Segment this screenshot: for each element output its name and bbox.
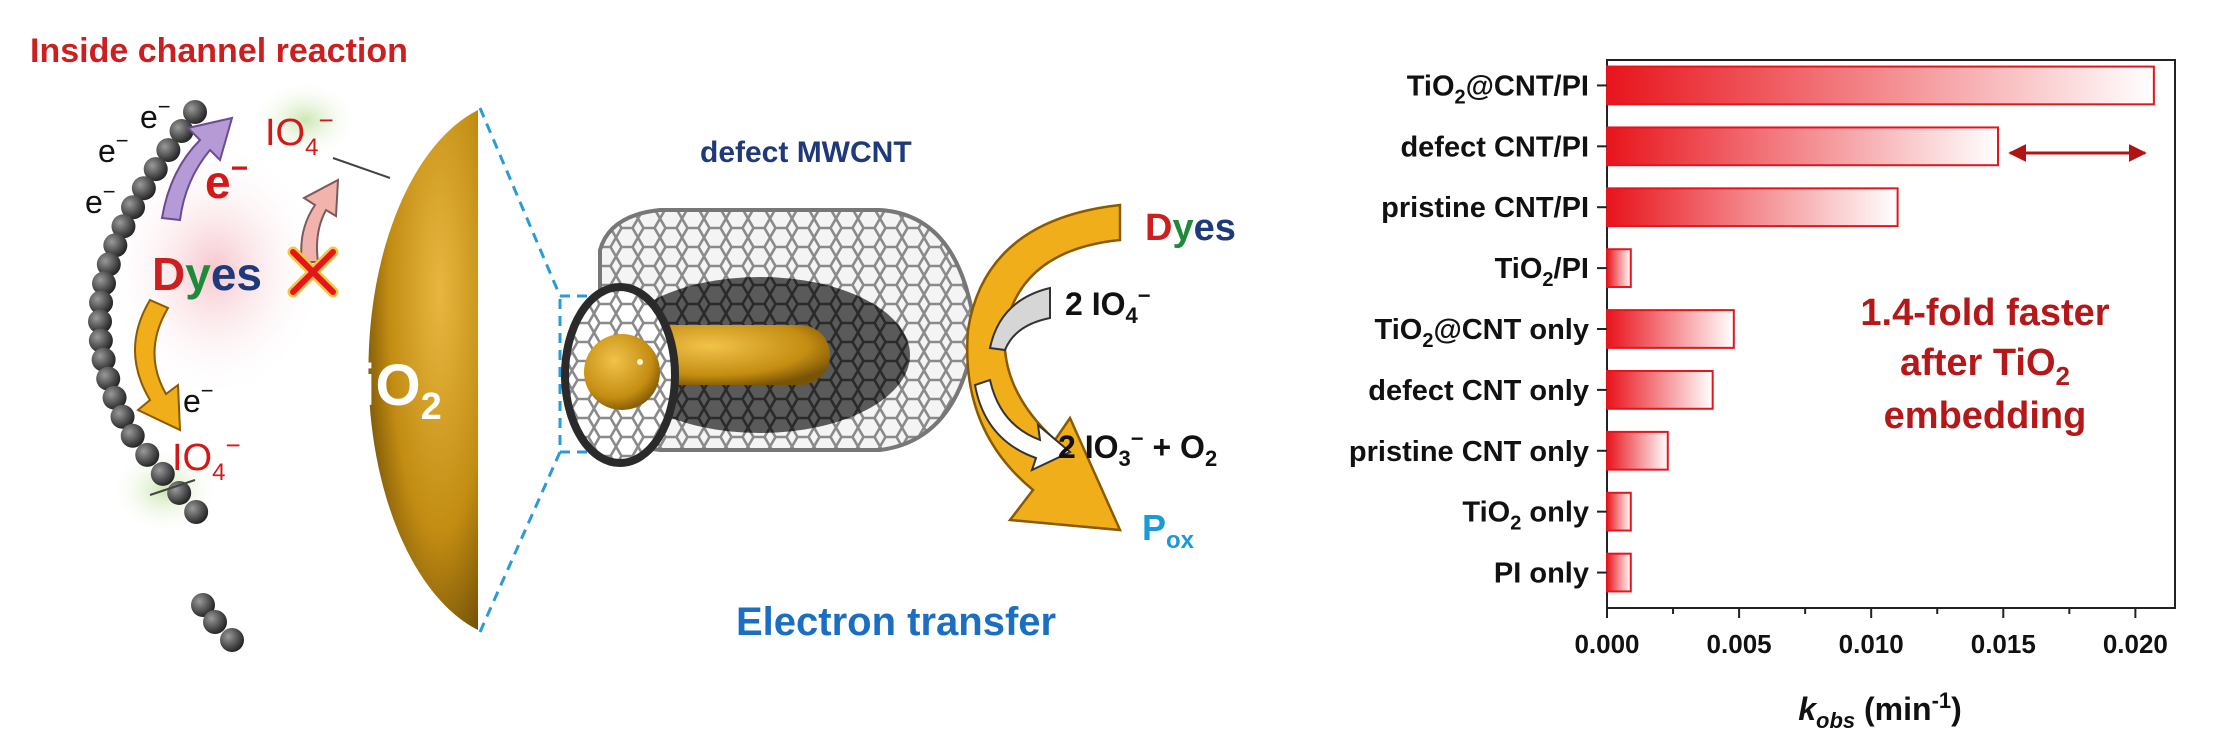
bar-7 [1606,491,1632,532]
tio2-hemisphere [368,110,478,630]
category-label-1: defect CNT/PI [1400,131,1589,163]
wall-atom [88,328,113,353]
io4-bottom-pointer [149,479,196,496]
svg-text:e−: e− [98,128,129,169]
wall-atom [91,347,116,372]
io4-top-pointer [332,157,391,179]
wall-atom [121,195,146,220]
category-label-3: TiO2/PI [1495,253,1589,291]
gold-nanorod [630,325,830,385]
category-labels: TiO2@CNT/PI defect CNT/PI pristine CNT/PI T… [1349,70,1607,590]
mwcnt-label: defect MWCNT [700,136,912,169]
category-label-5: defect CNT only [1368,375,1589,407]
wall-atom [135,442,160,467]
svg-text:e−: e− [85,179,116,220]
svg-text:embedding: embedding [1884,395,2087,437]
bar-8 [1606,552,1632,593]
wall-atom [89,290,114,315]
wall-atom [143,157,168,182]
middle-schematic: defect MWCNT Dyes 2 IO4− 2 IO3− + O2 Pox… [561,136,1236,644]
gold-curved-arrow [966,203,1123,532]
electron-transfer-label: Electron transfer [736,600,1056,644]
electron-labels: e− e− e− e− [85,94,214,419]
schematic-title: Inside channel reaction [30,32,408,70]
gold-sphere [584,334,660,410]
bar-3 [1606,248,1632,288]
wall-atom [120,423,145,448]
x-axis-label: kobs (min-1) [1798,688,1962,733]
bar-0 [1606,65,2155,106]
category-label-7: TiO2 only [1462,497,1589,535]
product-label: 2 IO3− + O2 [1058,426,1217,471]
category-label-0: TiO2@CNT/PI [1407,70,1589,108]
rate-bar-chart: TiO2@CNT/PI defect CNT/PI pristine CNT/PI T… [1349,59,2176,733]
category-label-4: TiO2@CNT only [1375,314,1590,352]
electron-large: e− [205,152,248,208]
svg-text:e−: e− [183,378,214,419]
left-schematic: Inside channel reaction TiO2 e− e− e− e−… [30,32,478,652]
loose-atom [203,610,227,634]
io4-top-label: IO4− [265,105,334,161]
wall-atom [88,309,113,334]
wall-atom [102,385,127,410]
x-tick-label-1: 0.005 [1707,629,1772,659]
x-ticks: 0.000 0.005 0.010 0.015 0.020 [1574,608,2168,659]
svg-text:after TiO2: after TiO2 [1900,342,2070,391]
wall-atom [184,500,209,524]
red-glow [105,140,325,400]
wall-atom [92,271,117,296]
wall-atom [110,404,135,429]
wall-atom [169,119,194,144]
wall-atom [183,100,207,124]
bar-1 [1606,126,1999,167]
wall-atom [96,366,121,391]
io4-bottom-label: IO4− [172,430,241,486]
blocked-x-icon [287,246,339,298]
wall-atom [103,233,128,258]
category-label-2: pristine CNT/PI [1381,192,1589,224]
bar-4 [1606,309,1735,349]
pox-label: Pox [1142,507,1195,554]
wall-atom [131,176,156,201]
fold-annotation: 1.4-fold faster after TiO2 embedding [1860,292,2109,437]
bar-2 [1606,187,1899,228]
purple-arrow [160,116,234,222]
wall-atom [156,138,181,163]
gold-sphere-highlight [637,359,643,365]
bar-5 [1606,370,1714,410]
bars-group [1606,65,2155,593]
category-label-8: PI only [1494,558,1589,590]
dyes-label: Dyes [152,248,262,300]
grey-arrow [988,286,1051,352]
svg-text:e−: e− [140,94,171,135]
wall-atom [111,214,136,239]
green-glow-top [250,80,360,160]
white-arrow [973,378,1072,472]
category-label-6: pristine CNT only [1349,436,1589,468]
tio2-label: TiO2 [325,353,442,428]
wall-atom [96,252,121,277]
x-tick-label-4: 0.020 [2103,629,2168,659]
x-tick-label-3: 0.015 [1971,629,2036,659]
bar-6 [1606,430,1669,471]
x-tick-label-2: 0.010 [1839,629,1904,659]
dyes-right-label: Dyes [1145,207,1236,249]
yellow-arrow [134,298,182,432]
loose-atom [191,593,215,617]
svg-text:1.4-fold faster: 1.4-fold faster [1860,292,2109,334]
pink-arrow [300,178,340,263]
wall-atom [150,461,175,486]
reactant-label: 2 IO4− [1065,283,1151,328]
loose-atom [220,628,244,652]
x-tick-label-0: 0.000 [1574,629,1639,659]
